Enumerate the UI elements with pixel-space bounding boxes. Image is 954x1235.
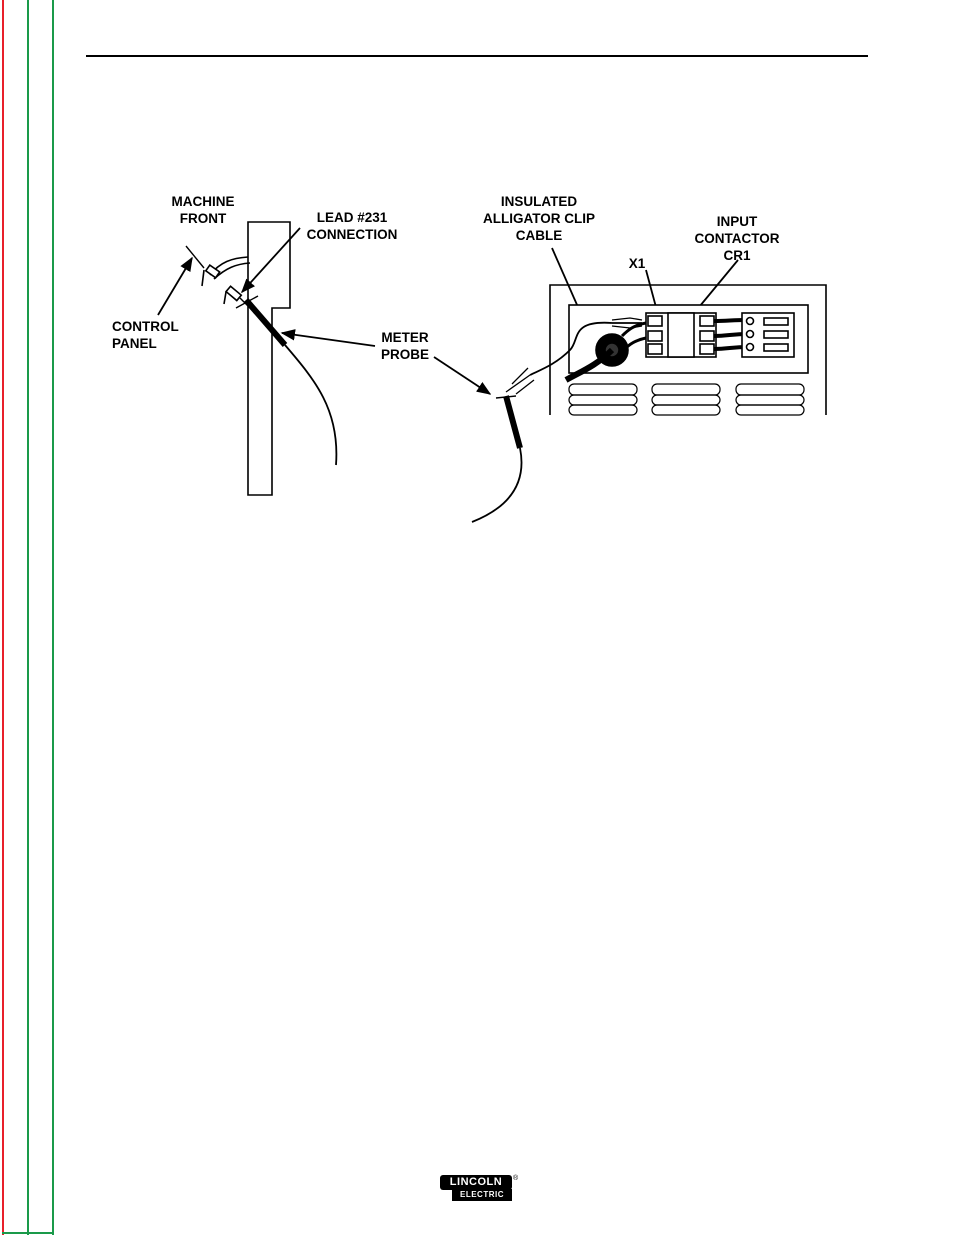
meter-probe-label: METER PROBE (370, 329, 440, 363)
machine-cabinet (550, 285, 826, 415)
lead-231-connection-label: LEAD #231 CONNECTION (296, 209, 408, 243)
control-panel-label: CONTROL PANEL (112, 318, 202, 352)
logo-top: LINCOLN (440, 1175, 512, 1190)
x1-label: X1 (622, 255, 652, 272)
lincoln-electric-logo: LINCOLN ® ELECTRIC (440, 1175, 520, 1203)
insulated-alligator-clip-cable-label: INSULATED ALLIGATOR CLIP CABLE (474, 193, 604, 244)
logo-registered-mark: ® (513, 1175, 518, 1183)
control-panel-side-view (186, 222, 336, 495)
input-contactor-cr1-label: INPUT CONTACTOR CR1 (682, 213, 792, 264)
machine-front-label: MACHINE FRONT (160, 193, 246, 227)
logo-bottom: ELECTRIC (452, 1189, 512, 1201)
